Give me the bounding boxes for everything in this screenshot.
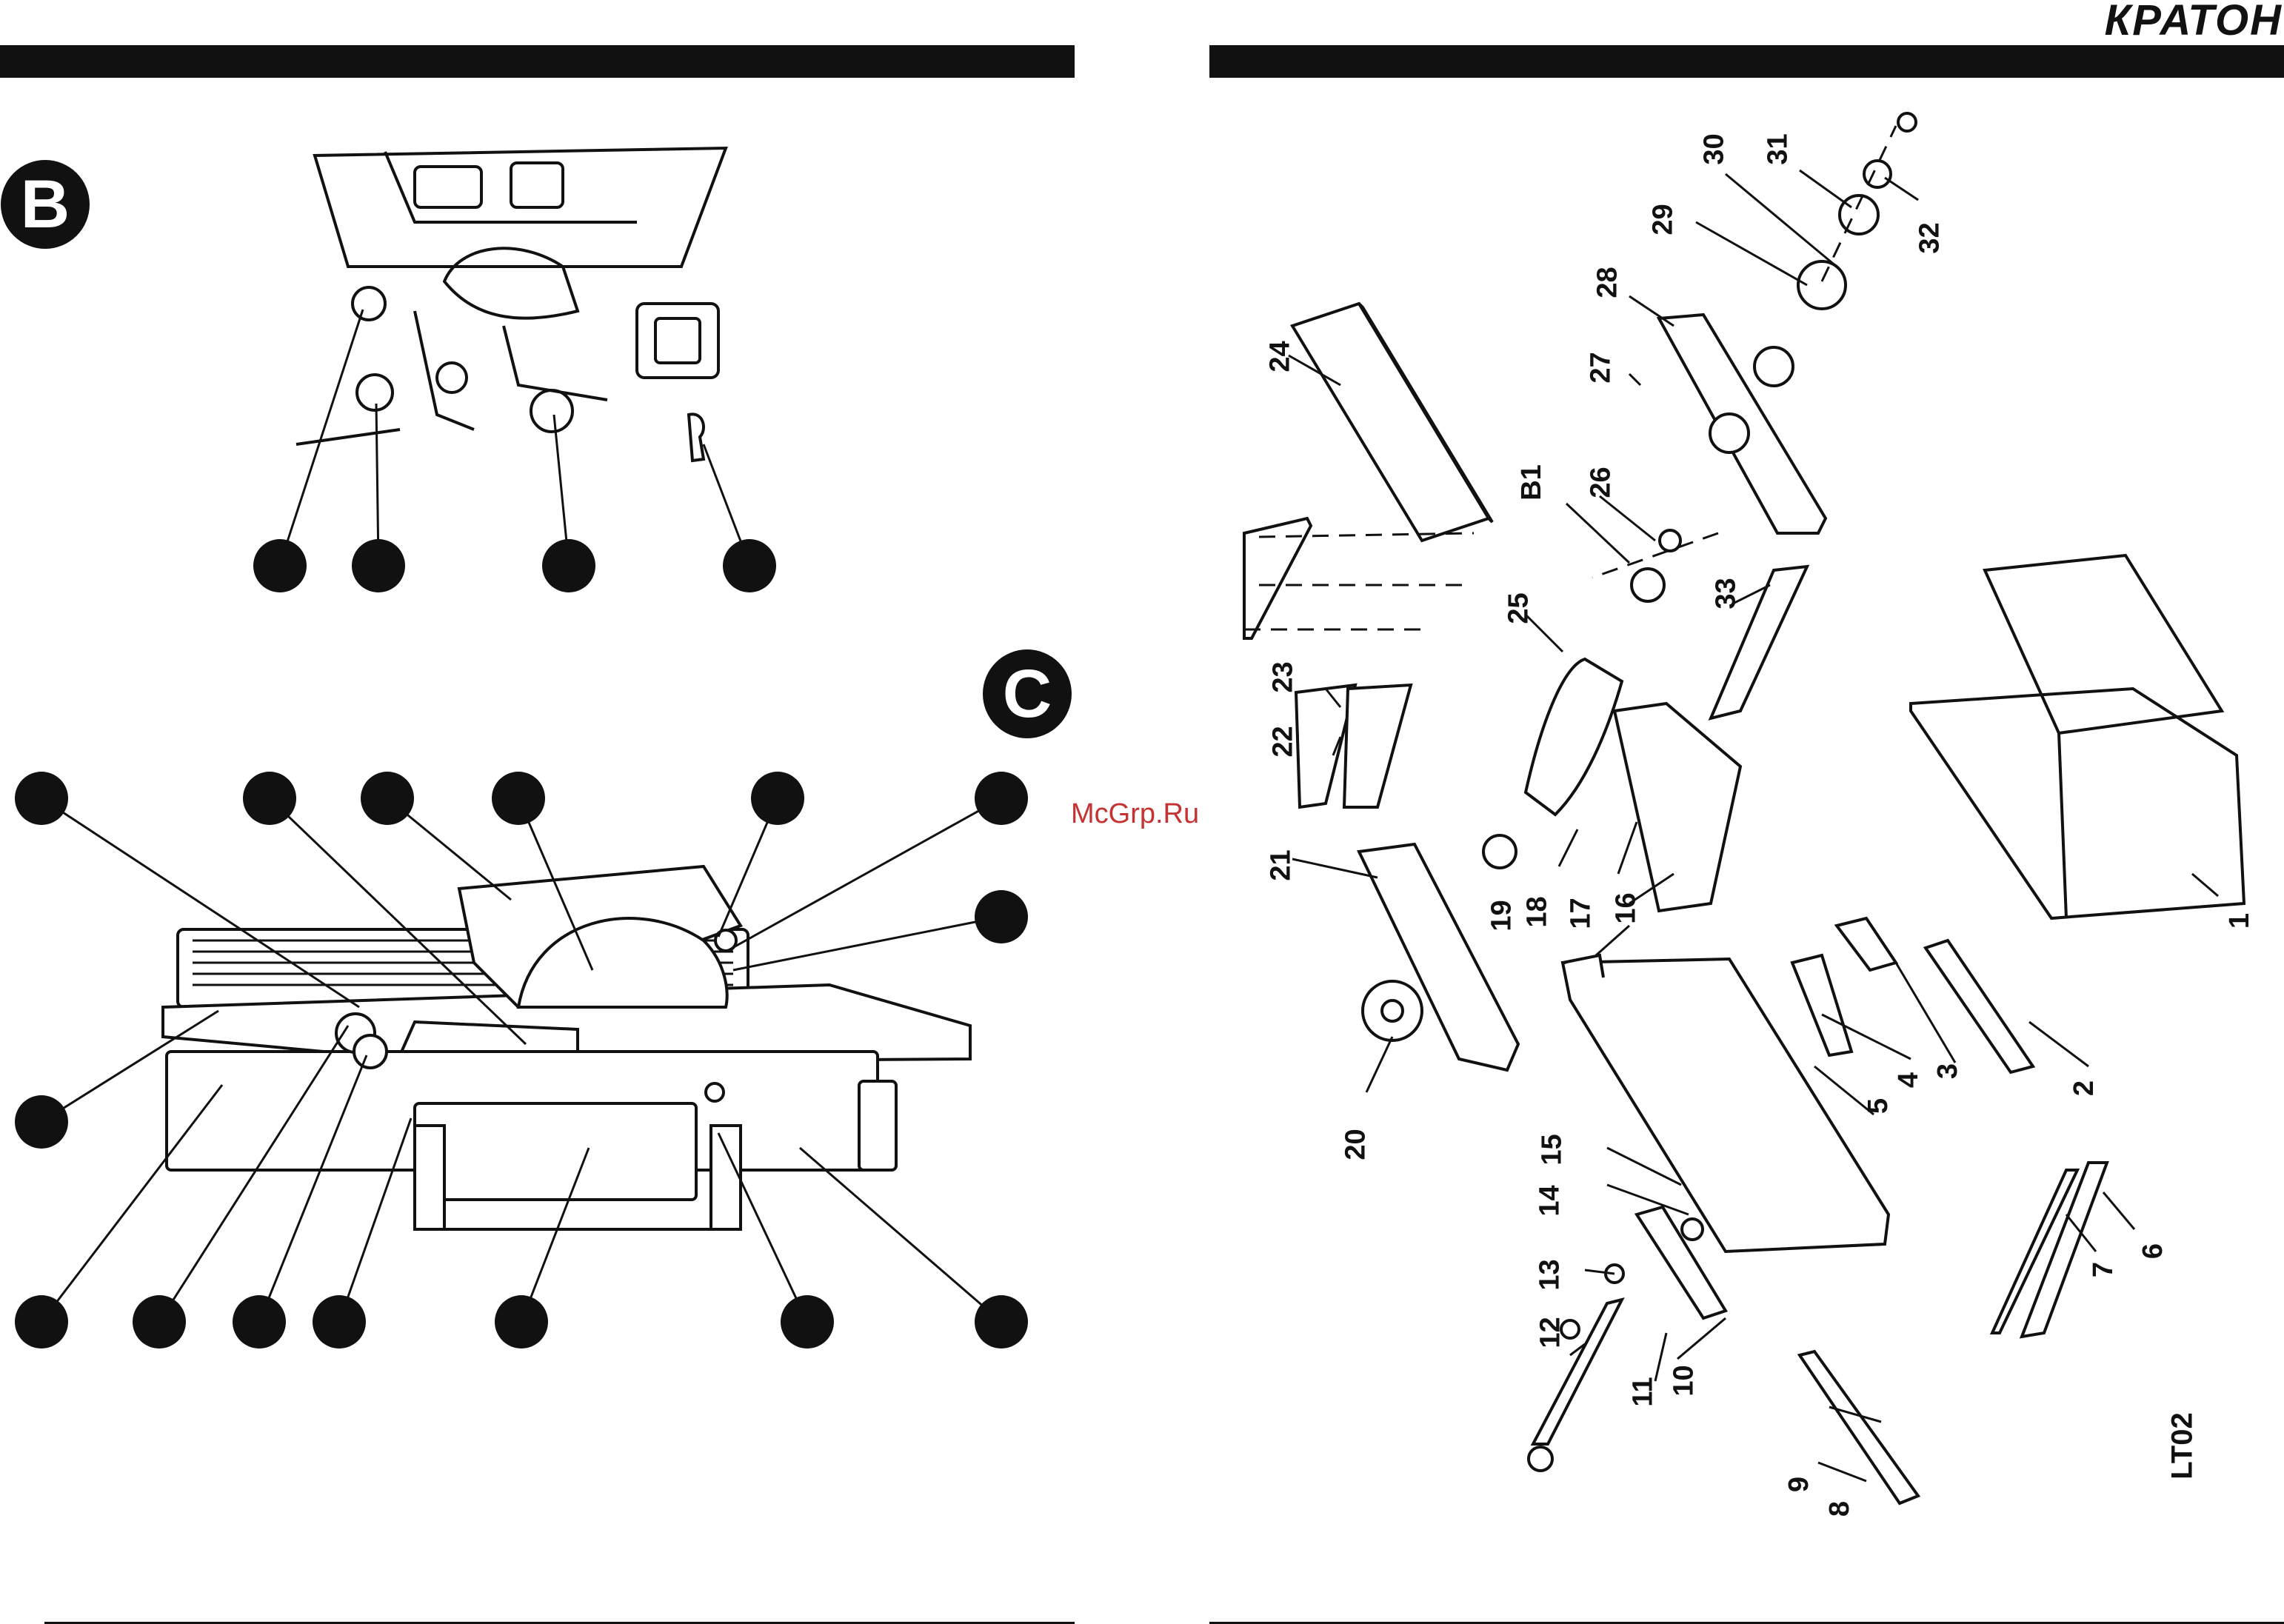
part-label-13: 13 <box>1535 1259 1566 1290</box>
part-label-21: 21 <box>1266 849 1298 880</box>
part-label-20: 20 <box>1340 1129 1372 1160</box>
part-label-16: 16 <box>1611 892 1643 923</box>
part-label-32: 32 <box>1914 222 1946 253</box>
part-label-19: 19 <box>1486 900 1518 931</box>
part-label-9: 9 <box>1783 1477 1815 1492</box>
part-label-31: 31 <box>1763 133 1794 164</box>
part-label-24: 24 <box>1265 341 1297 372</box>
part-label-26: 26 <box>1586 467 1617 498</box>
part-label-18: 18 <box>1522 896 1554 927</box>
part-label-23: 23 <box>1268 661 1300 692</box>
part-label-8: 8 <box>1824 1501 1856 1517</box>
part-label-29: 29 <box>1648 204 1680 235</box>
part-label-b1: B1 <box>1516 464 1548 501</box>
part-label-28: 28 <box>1592 267 1624 298</box>
part-label-7: 7 <box>2088 1262 2120 1277</box>
part-label-25: 25 <box>1503 592 1535 624</box>
part-label-6: 6 <box>2137 1243 2169 1259</box>
figure-c-drawing <box>15 772 1028 1349</box>
part-label-15: 15 <box>1537 1134 1569 1165</box>
part-label-11: 11 <box>1628 1377 1660 1406</box>
model-code: LT02 <box>2166 1412 2200 1479</box>
part-label-2: 2 <box>2068 1080 2100 1096</box>
part-label-27: 27 <box>1586 352 1617 383</box>
part-label-5: 5 <box>1863 1098 1894 1114</box>
part-label-3: 3 <box>1932 1063 1964 1079</box>
part-label-22: 22 <box>1268 726 1300 757</box>
part-label-1: 1 <box>2224 913 2256 929</box>
part-label-12: 12 <box>1535 1317 1567 1348</box>
exploded-view-drawing <box>1244 113 2244 1503</box>
part-label-14: 14 <box>1535 1185 1566 1216</box>
part-label-10: 10 <box>1669 1365 1700 1396</box>
part-label-17: 17 <box>1566 898 1597 929</box>
part-label-30: 30 <box>1699 133 1731 164</box>
part-label-33: 33 <box>1711 578 1743 609</box>
part-label-4: 4 <box>1893 1072 1925 1088</box>
figure-b-drawing <box>253 148 776 592</box>
